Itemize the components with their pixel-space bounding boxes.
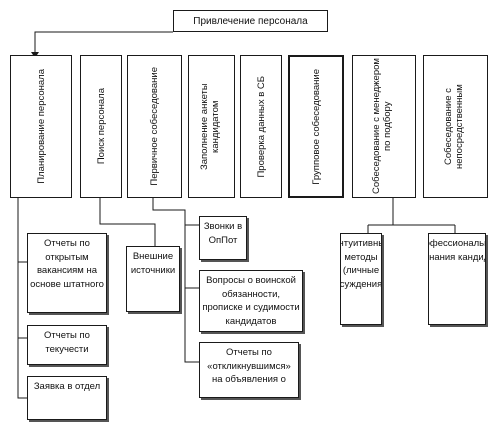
- diagram-title: Привлечение персонала: [173, 10, 328, 32]
- stage-label: Первичное собеседование: [149, 67, 160, 186]
- stage-label: Собеседование с менеджером по подбору: [371, 58, 393, 195]
- interview-item-responses: Отчеты по «откликнувшимся» на объявления…: [199, 342, 299, 398]
- stage-label: Планирование персонала: [35, 69, 47, 184]
- stage-questionnaire: Заполнение анкеты кандидатом: [188, 55, 235, 198]
- stage-label: Групповое собеседование: [310, 68, 322, 185]
- stage-group-interview: Групповое собеседование: [288, 55, 344, 198]
- stage-search: Поиск персонала: [80, 55, 122, 198]
- planning-item-turnover: Отчеты по текучести: [27, 325, 107, 365]
- interview-item-military: Вопросы о воинской обязанности, прописке…: [199, 270, 303, 332]
- interview-item-calls: Звонки в ОпПот: [199, 216, 247, 260]
- stage-label: Заполнение анкеты кандидатом: [198, 83, 221, 170]
- search-item-external: Внешние источники: [126, 246, 180, 312]
- assessment-item-intuitive: Интуитивные методы (личные суждения: [340, 233, 382, 325]
- stage-label: Проверка данных в СБ: [255, 75, 267, 178]
- assessment-item-professional: Профессиональные знания кандид: [428, 233, 486, 325]
- stage-security-check: Проверка данных в СБ: [240, 55, 282, 198]
- planning-item-request: Заявка в отдел: [27, 376, 107, 420]
- stage-primary-interview: Первичное собеседование: [127, 55, 182, 198]
- planning-item-vacancies: Отчеты по открытым вакансиям на основе ш…: [27, 233, 107, 313]
- stage-recruiter-interview: Собеседование с менеджером по подбору: [352, 55, 416, 198]
- stage-label: Поиск персонала: [95, 88, 107, 165]
- stage-label: Собеседование с непосредственным: [442, 84, 465, 169]
- stage-planning: Планирование персонала: [10, 55, 72, 198]
- stage-manager-interview: Собеседование с непосредственным: [423, 55, 488, 198]
